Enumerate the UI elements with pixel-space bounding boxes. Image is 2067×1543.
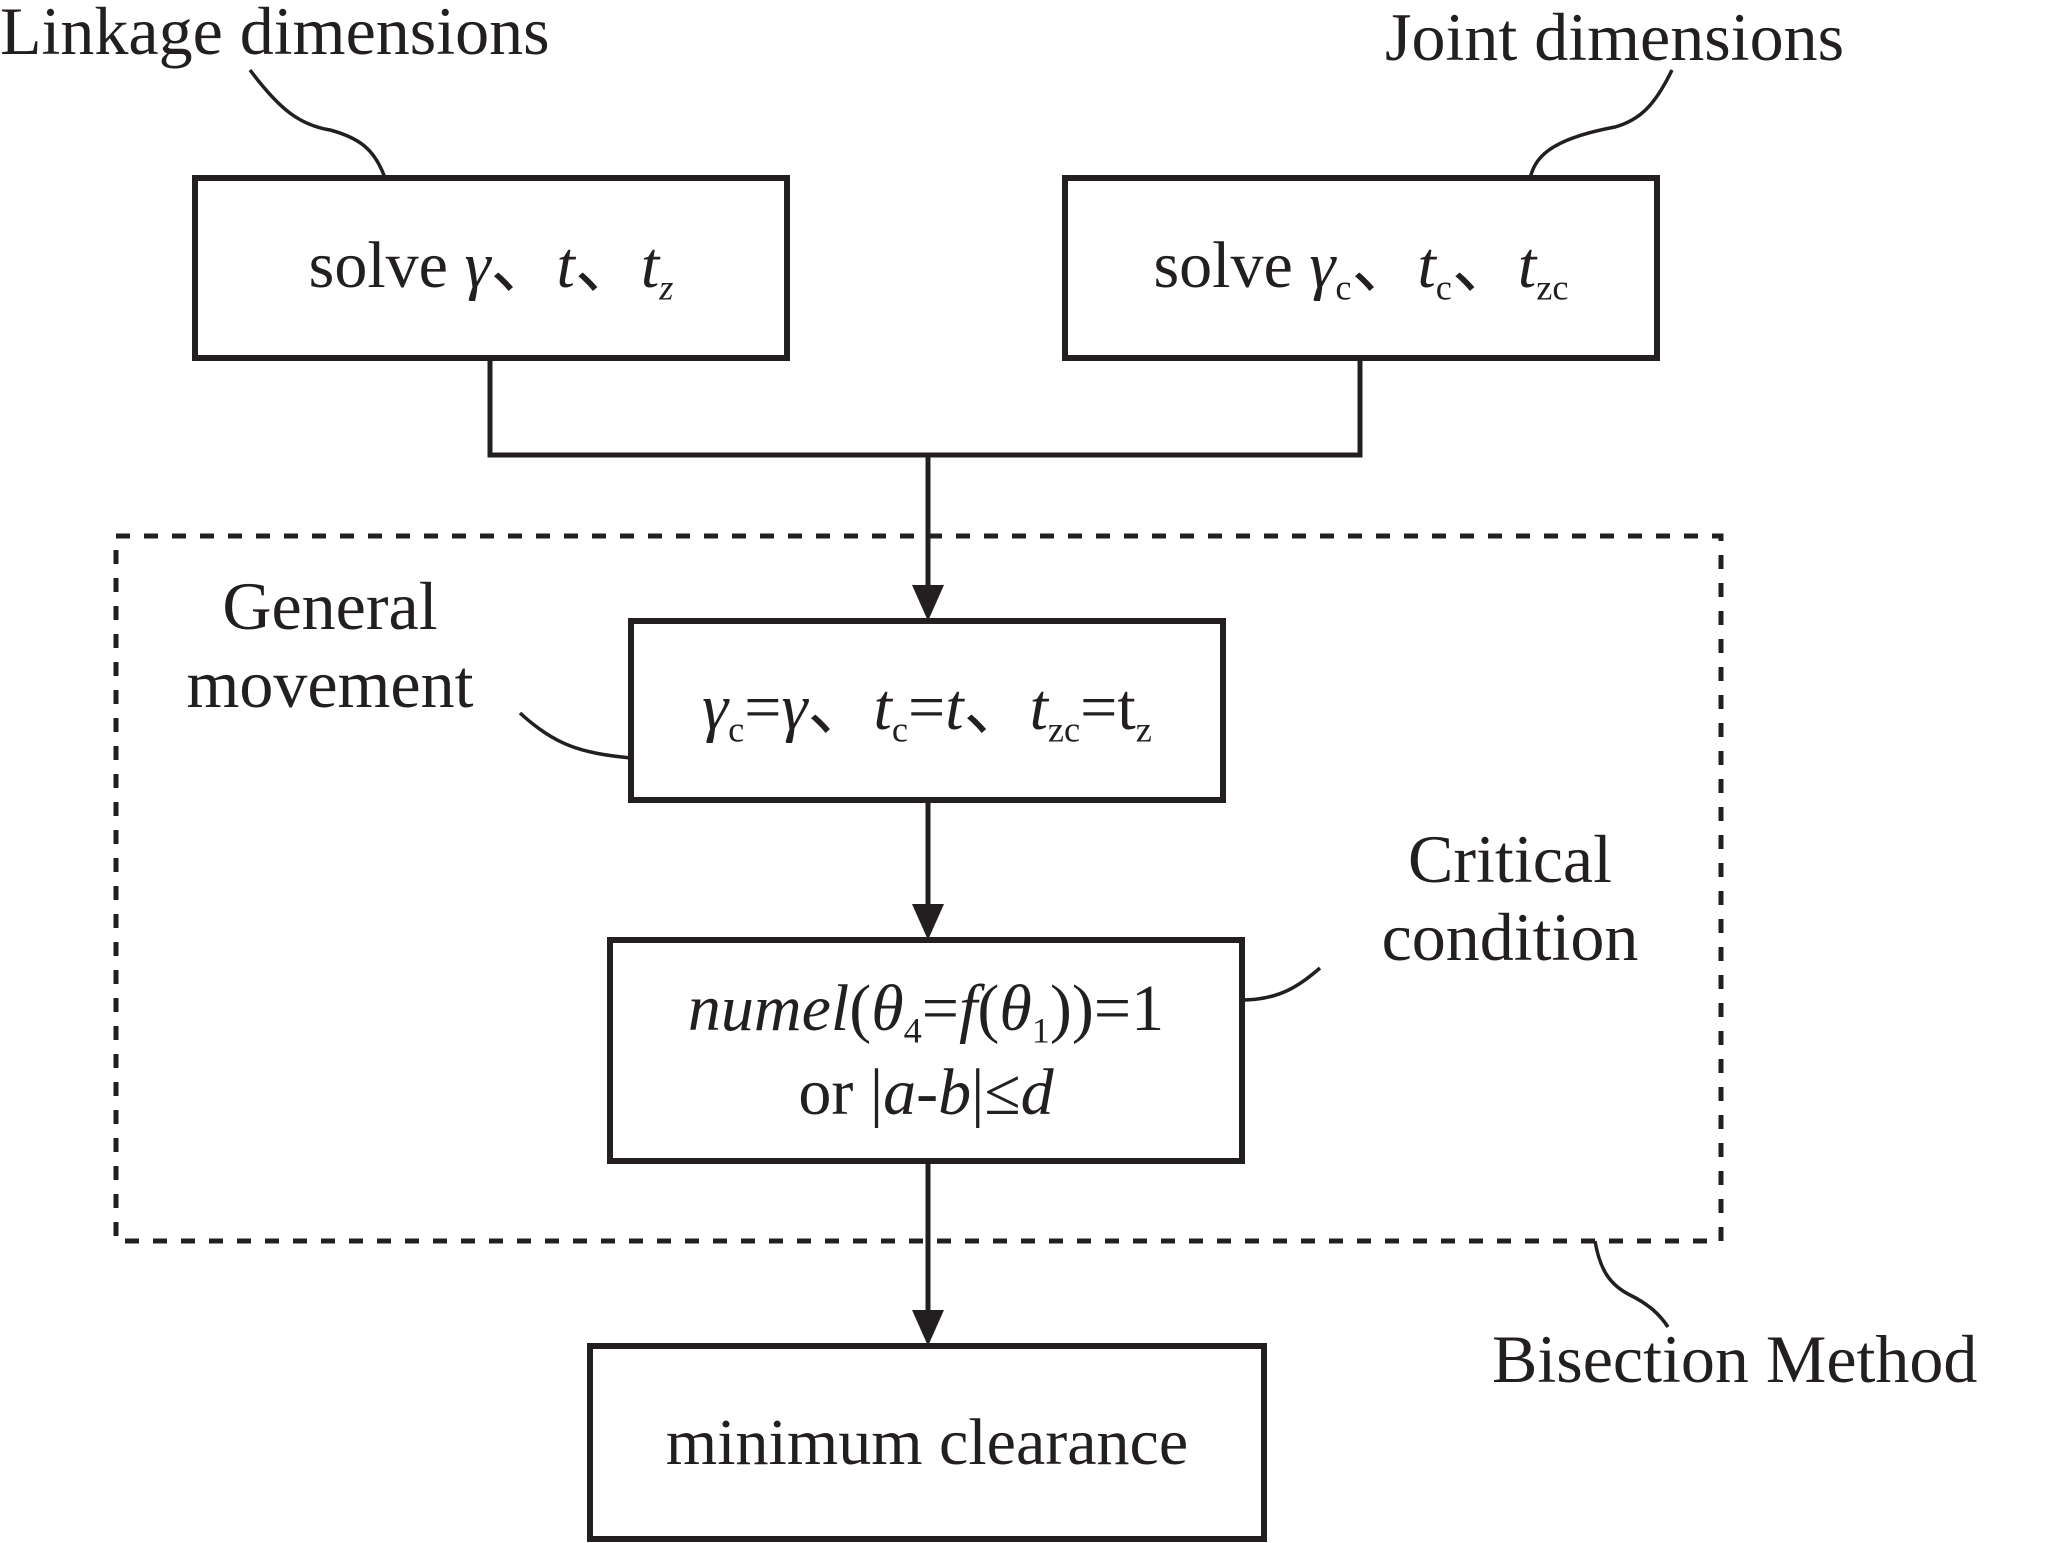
arrow-to-result-head bbox=[912, 1310, 944, 1346]
general-movement-label: General movement bbox=[150, 567, 510, 723]
gamma-symbol: γ bbox=[781, 671, 808, 745]
t-zc-subscript: zc bbox=[1047, 710, 1081, 751]
or-word: or bbox=[798, 1056, 870, 1130]
gamma-c-subscript: c bbox=[728, 710, 745, 751]
bisection-region bbox=[113, 533, 1724, 1244]
result-box bbox=[587, 1343, 1267, 1542]
solve-word: solve bbox=[1153, 228, 1310, 302]
a-symbol: a bbox=[883, 1056, 917, 1130]
general-movement-line1: General bbox=[222, 568, 438, 644]
arrow-to-condition-head bbox=[912, 904, 944, 940]
separator: 、 bbox=[807, 671, 874, 745]
gamma-c-symbol: γ bbox=[702, 671, 729, 745]
assign-text: γc=γ、tc=t、tzc=tz bbox=[631, 621, 1223, 800]
equals-sign: = bbox=[744, 671, 782, 745]
bisection-method-label: Bisection Method bbox=[1492, 1321, 1978, 1397]
joint-dimensions-label: Joint dimensions bbox=[1385, 0, 1845, 75]
tz-subscript: zc bbox=[1536, 267, 1569, 308]
d-symbol: d bbox=[1020, 1056, 1054, 1130]
theta4-symbol: θ bbox=[871, 971, 904, 1045]
t-symbol: t bbox=[1417, 228, 1436, 302]
general-leader-line bbox=[518, 711, 632, 760]
tz-symbol: t bbox=[640, 228, 660, 302]
separator: 、 bbox=[1451, 228, 1518, 302]
condition-text: numel(θ4=f(θ1))=1 or |a-b|≤d bbox=[610, 940, 1242, 1161]
critical-leader-line bbox=[1241, 966, 1322, 1002]
theta4-subscript: 4 bbox=[903, 1010, 922, 1051]
t-subscript: c bbox=[1435, 267, 1452, 308]
paren: ( bbox=[849, 971, 872, 1045]
f-function: f bbox=[959, 971, 978, 1045]
critical-condition-label: Critical condition bbox=[1335, 820, 1685, 976]
condition-line1: numel(θ4=f(θ1))=1 bbox=[688, 969, 1164, 1053]
linkage-leader-line bbox=[248, 68, 387, 179]
joint-leader-line bbox=[1528, 69, 1674, 179]
linkage-dimensions-label: Linkage dimensions bbox=[0, 0, 550, 69]
arrow-to-assign-head bbox=[912, 585, 944, 621]
tz-subscript: z bbox=[659, 267, 674, 308]
t-zc-symbol: t bbox=[1029, 671, 1048, 745]
paren: ( bbox=[977, 971, 1000, 1045]
separator: 、 bbox=[963, 671, 1030, 745]
general-movement-line2: movement bbox=[186, 646, 474, 723]
joint-solve-box bbox=[1062, 175, 1660, 361]
condition-line2: or |a-b|≤d bbox=[798, 1053, 1053, 1132]
gamma-subscript: c bbox=[1335, 267, 1352, 308]
equals-sign: = bbox=[1080, 671, 1118, 745]
joint-solve-text: solve γc、tc、tzc bbox=[1065, 178, 1657, 358]
close-equals-one: ))=1 bbox=[1049, 971, 1165, 1045]
t-symbol: t bbox=[556, 228, 575, 302]
separator: 、 bbox=[574, 228, 641, 302]
equals-sign: = bbox=[921, 971, 959, 1045]
equals-sign: = bbox=[908, 671, 946, 745]
abs-bar: | bbox=[971, 1056, 985, 1130]
gamma-symbol: γ bbox=[1309, 228, 1336, 302]
tz-symbol: t bbox=[1517, 228, 1537, 302]
merge-connector bbox=[487, 358, 1363, 458]
t-z-symbol: t bbox=[1117, 671, 1136, 745]
separator: 、 bbox=[1351, 228, 1418, 302]
critical-condition-line1: Critical bbox=[1408, 821, 1612, 897]
linkage-solve-box bbox=[192, 175, 790, 361]
t-symbol: t bbox=[945, 671, 964, 745]
numel-function: numel bbox=[687, 971, 850, 1045]
gamma-symbol: γ bbox=[464, 228, 491, 302]
linkage-solve-text: solve γ、t、tz bbox=[195, 178, 787, 358]
t-z-subscript: z bbox=[1135, 710, 1152, 751]
b-symbol: b bbox=[938, 1056, 972, 1130]
solve-word: solve bbox=[308, 228, 465, 302]
theta1-subscript: 1 bbox=[1031, 1010, 1050, 1051]
t-c-symbol: t bbox=[873, 671, 892, 745]
theta1-symbol: θ bbox=[999, 971, 1032, 1045]
bisection-leader-line bbox=[1593, 1240, 1670, 1328]
abs-bar: | bbox=[869, 1056, 884, 1130]
result-text: minimum clearance bbox=[665, 1405, 1189, 1479]
critical-condition-line2: condition bbox=[1381, 899, 1639, 976]
separator: 、 bbox=[490, 228, 557, 302]
less-equal-sign: ≤ bbox=[984, 1056, 1021, 1130]
t-c-subscript: c bbox=[891, 710, 908, 751]
minus-sign: - bbox=[916, 1056, 939, 1130]
